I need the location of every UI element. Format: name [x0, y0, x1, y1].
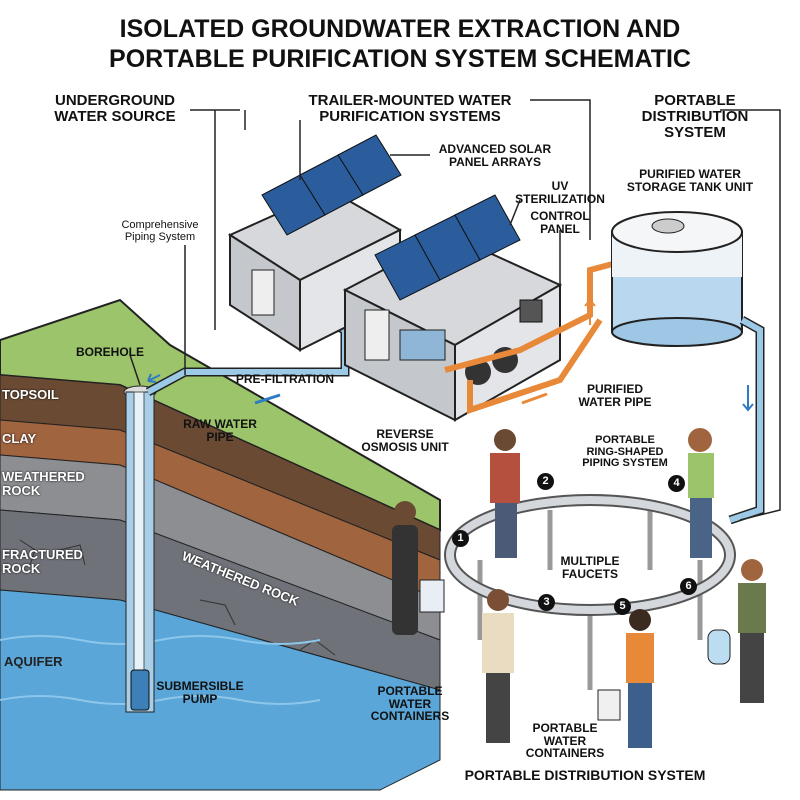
label-line: CONTAINERS — [525, 746, 605, 761]
label-line: PORTABLE — [654, 92, 736, 109]
label-line: REVERSE — [376, 427, 434, 441]
label-line: WATER PIPE — [578, 394, 652, 409]
label-line: PANEL ARRAYS — [448, 154, 542, 169]
label-line: PURIFIED WATER — [639, 167, 741, 181]
label-line: MULTIPLE — [560, 554, 620, 568]
label-line: WEATHERED — [2, 469, 85, 484]
label-line: UNDERGROUND — [55, 92, 175, 109]
layer-topsoil: TOPSOIL — [2, 387, 59, 402]
label-line: RAW WATER — [183, 417, 257, 431]
label-line: DISTRIBUTION — [641, 107, 749, 125]
borehole — [123, 385, 157, 713]
faucet-number-2: 2 — [537, 473, 554, 490]
label-line: ADVANCED SOLAR — [438, 142, 552, 156]
storage-tank — [611, 211, 743, 347]
page-title: ISOLATED GROUNDWATER EXTRACTION AND PORT… — [0, 14, 800, 74]
label-line: STORAGE TANK UNIT — [626, 179, 754, 194]
faucet-number-3: 3 — [538, 594, 555, 611]
person-2 — [490, 429, 520, 558]
person-5 — [597, 609, 654, 748]
distribution-pipe — [728, 316, 765, 525]
label-line: PANEL — [540, 221, 580, 236]
label-line: TRAILER-MOUNTED WATER — [308, 92, 512, 109]
label-line: ROCK — [2, 482, 41, 498]
title-line-1: ISOLATED GROUNDWATER EXTRACTION AND — [119, 15, 681, 43]
label-line: FAUCETS — [561, 566, 618, 581]
faucet-number-6: 6 — [680, 578, 697, 595]
label-line: PUMP — [182, 691, 218, 706]
label-line: SUBMERSIBLE — [156, 679, 244, 693]
label-line: PORTABLE — [595, 434, 655, 446]
label-borehole: BOREHOLE — [75, 345, 144, 359]
aquifer-layer — [0, 589, 441, 791]
label-line: WATER SOURCE — [54, 107, 176, 125]
submersible-pump — [130, 669, 150, 711]
person-6 — [707, 559, 766, 703]
layer-aquifer: AQUIFER — [4, 654, 63, 669]
label-line: PORTABLE — [532, 721, 598, 735]
title-line-2: PORTABLE PURIFICATION SYSTEM SCHEMATIC — [109, 45, 691, 73]
label-line: RING-SHAPED — [586, 445, 664, 458]
layer-clay: CLAY — [2, 431, 37, 446]
person-4 — [688, 428, 714, 558]
label-line: OSMOSIS UNIT — [361, 439, 449, 454]
label-line: SYSTEM — [664, 123, 726, 141]
label-line: PIPING SYSTEM — [582, 457, 668, 470]
label-line: PORTABLE — [377, 684, 443, 698]
label-line: PURIFICATION SYSTEMS — [319, 107, 501, 125]
faucet-number-1: 1 — [452, 530, 469, 547]
label-line: Comprehensive — [121, 219, 199, 231]
leader-lines — [129, 99, 781, 521]
ring-piping-system — [444, 494, 736, 690]
label-line: STERILIZATION — [515, 191, 605, 206]
label-line: WATER — [388, 696, 432, 711]
label-line: Piping System — [124, 230, 196, 243]
label-line: UV — [551, 179, 569, 193]
people — [392, 428, 766, 748]
label-line: CONTROL — [530, 209, 590, 223]
label-bottom-distribution: PORTABLE DISTRIBUTION SYSTEM — [464, 767, 706, 783]
label-line: ROCK — [2, 560, 41, 576]
label-line: WATER — [543, 733, 587, 748]
label-line: PIPE — [206, 429, 234, 444]
person-1 — [392, 501, 445, 635]
trailer-1 — [227, 134, 403, 352]
label-line: FRACTURED — [2, 547, 83, 562]
faucet-number-5: 5 — [614, 598, 631, 615]
label-line: CONTAINERS — [370, 709, 450, 724]
person-3 — [482, 589, 514, 743]
faucet-number-4: 4 — [668, 475, 685, 492]
label-line: PURIFIED — [586, 382, 643, 396]
ground-cross-section — [0, 298, 441, 791]
label-pre-filtration: PRE-FILTRATION — [235, 372, 335, 386]
